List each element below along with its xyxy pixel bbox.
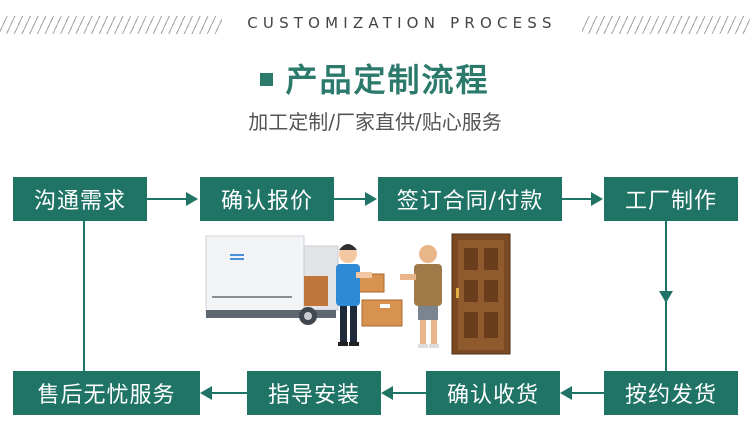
package-boxes-icon xyxy=(355,273,403,327)
step-confirm-receipt: 确认收货 xyxy=(426,371,560,415)
truck-icon xyxy=(205,235,339,325)
connector-line xyxy=(212,392,247,394)
arrow-left-icon xyxy=(560,386,572,400)
arrow-down-icon xyxy=(659,291,673,303)
step-communicate-needs: 沟通需求 xyxy=(13,177,147,221)
connector-line xyxy=(334,198,366,200)
connector-line xyxy=(83,221,85,371)
connector-line xyxy=(393,392,426,394)
step-sign-contract: 签订合同/付款 xyxy=(378,177,562,221)
step-installation-guidance: 指导安装 xyxy=(247,371,381,415)
english-title: CUSTOMIZATION PROCESS xyxy=(247,14,557,32)
connector-line xyxy=(562,198,592,200)
connector-line xyxy=(147,198,187,200)
arrow-left-icon xyxy=(200,386,212,400)
step-confirm-quote: 确认报价 xyxy=(200,177,334,221)
square-bullet-icon xyxy=(260,72,274,86)
wooden-door-icon xyxy=(451,233,511,355)
step-scheduled-delivery: 按约发货 xyxy=(604,371,738,415)
customer-person-icon xyxy=(400,245,442,348)
page-title-text: 产品定制流程 xyxy=(285,61,490,99)
arrow-right-icon xyxy=(365,192,377,206)
arrow-left-icon xyxy=(381,386,393,400)
page-subtitle: 加工定制/厂家直供/贴心服务 xyxy=(248,110,502,134)
hatch-decoration-right xyxy=(582,16,750,34)
arrow-right-icon xyxy=(186,192,198,206)
connector-line xyxy=(572,392,604,394)
step-factory-production: 工厂制作 xyxy=(604,177,738,221)
hatch-decoration-left xyxy=(0,16,222,34)
step-after-sales-service: 售后无忧服务 xyxy=(13,371,200,415)
courier-person-icon xyxy=(336,244,372,346)
delivery-illustration xyxy=(205,233,511,355)
page-title: 产品定制流程 xyxy=(0,55,750,101)
arrow-right-icon xyxy=(591,192,603,206)
